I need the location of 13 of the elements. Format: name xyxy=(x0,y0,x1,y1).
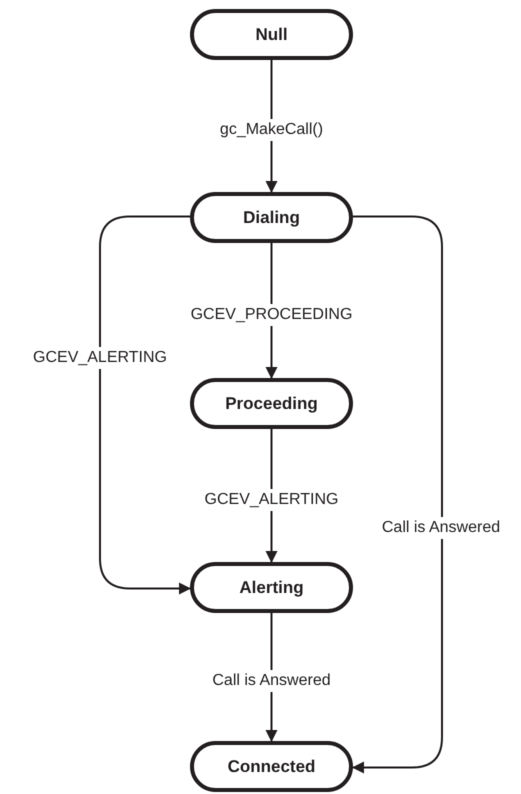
state-box: Null xyxy=(190,9,353,60)
state-box: Alerting xyxy=(190,562,353,613)
edge-label: gc_MakeCall() xyxy=(218,119,324,141)
state-box: Connected xyxy=(190,741,353,792)
edge-label: GCEV_ALERTING xyxy=(32,347,168,369)
arrow xyxy=(352,216,443,774)
edge-label: GCEV_ALERTING xyxy=(204,488,340,510)
edge-label: Call is Answered xyxy=(380,517,502,539)
edge-label: GCEV_PROCEEDING xyxy=(190,304,354,326)
arrow xyxy=(99,216,191,594)
edge-label: Call is Answered xyxy=(211,670,332,692)
state-box: Dialing xyxy=(190,192,353,243)
state-box: Proceeding xyxy=(190,378,353,429)
